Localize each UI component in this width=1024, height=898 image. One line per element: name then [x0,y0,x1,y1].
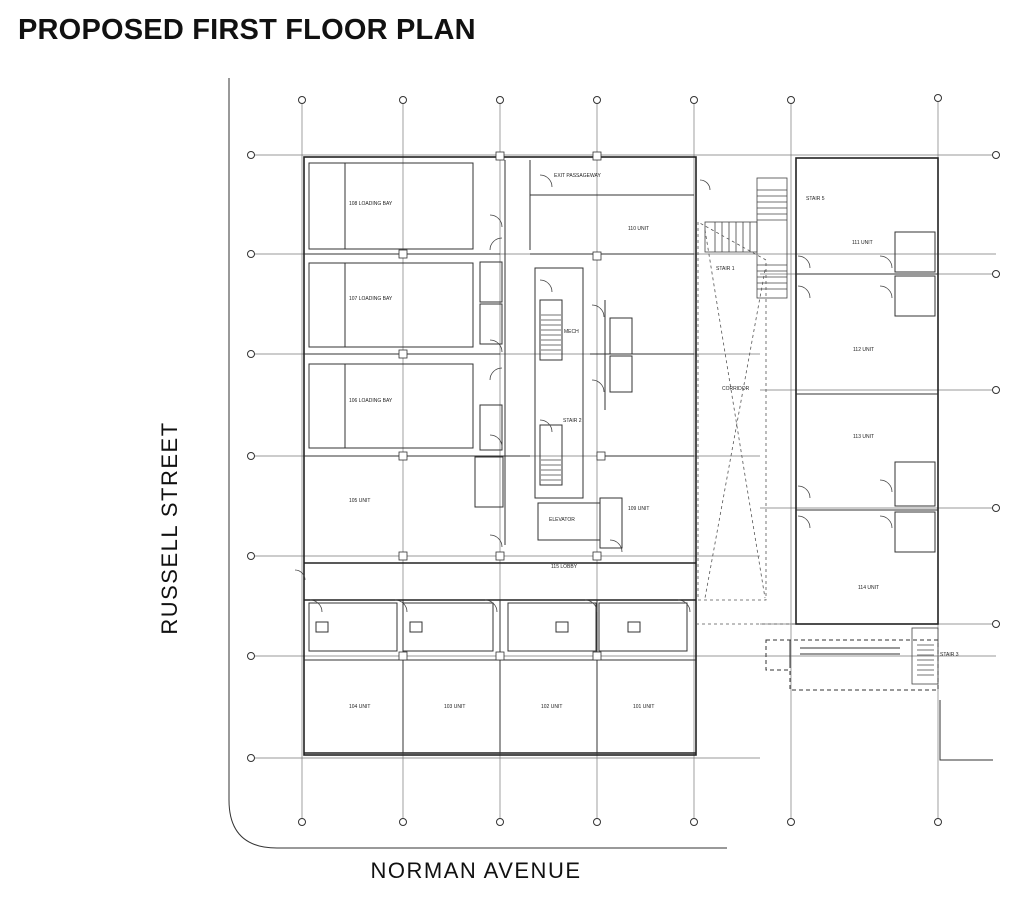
room-label-loading-bay-108: 108 LOADING BAY [349,201,393,207]
right-wing [765,231,939,691]
room-label-stair-1: STAIR 1 [716,266,735,272]
loading-bays [304,162,530,457]
stairs [541,177,939,685]
door-swings [294,174,893,613]
property-lines [228,78,993,849]
room-label-elevator: ELEVATOR [549,517,575,523]
room-label-unit-114: 114 UNIT [858,585,879,591]
room-label-stair-2: STAIR 2 [563,418,582,424]
page-title: PROPOSED FIRST FLOOR PLAN [18,14,476,46]
street-label-norman: NORMAN AVENUE [370,858,582,883]
corridor-outline [696,221,796,625]
room-label-unit-104: 104 UNIT [349,704,370,710]
room-label-exit-passageway: EXIT PASSAGEWAY [554,173,601,179]
room-labels: 108 LOADING BAY 107 LOADING BAY 106 LOAD… [349,173,959,710]
grid-lines [251,100,996,822]
bottom-units [304,600,696,753]
room-label-loading-bay-107: 107 LOADING BAY [349,296,393,302]
room-label-unit-110: 110 UNIT [628,226,649,232]
room-label-unit-111: 111 UNIT [852,240,873,246]
room-label-unit-103: 103 UNIT [444,704,465,710]
room-label-unit-102: 102 UNIT [541,704,562,710]
grid-bubbles [247,94,1000,826]
room-label-unit-109: 109 UNIT [628,506,649,512]
room-label-lobby: 115 LOBBY [551,564,578,570]
room-label-stair-5: STAIR 5 [806,196,825,202]
room-label-stair-3: STAIR 3 [940,652,959,658]
interior-walls [474,160,694,549]
room-label-unit-112: 112 UNIT [853,347,874,353]
room-label-mech: MECH [564,329,579,335]
room-label-unit-113: 113 UNIT [853,434,874,440]
room-label-unit-101: 101 UNIT [633,704,654,710]
room-label-unit-105: 105 UNIT [349,498,370,504]
room-label-corridor: CORRIDOR [722,386,750,392]
columns [398,151,606,661]
room-label-loading-bay-106: 106 LOADING BAY [349,398,393,404]
